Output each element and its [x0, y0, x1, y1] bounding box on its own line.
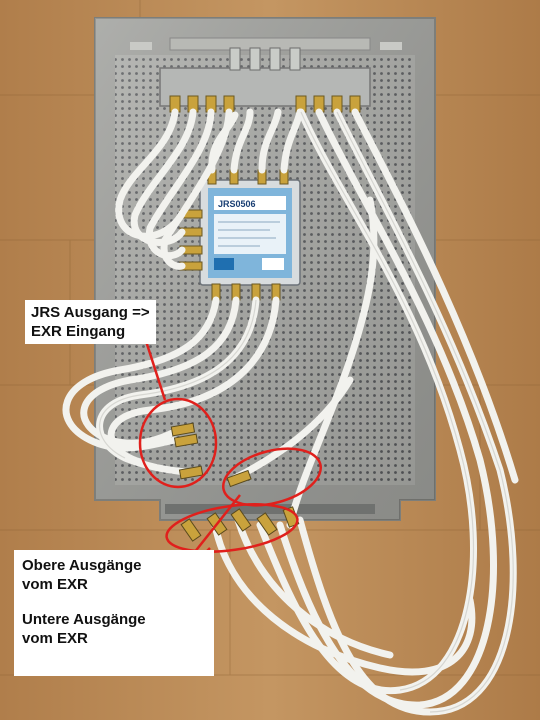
label-upper-line1: Obere Ausgänge [22, 557, 142, 574]
exr-switch-top [159, 47, 371, 113]
label-lower-line1: Untere Ausgänge [22, 611, 146, 628]
circle-jrs-output [138, 397, 218, 489]
device-model-label: JRS0506 [218, 199, 256, 209]
label-jrs-line2: EXR Eingang [31, 323, 126, 340]
label-upper-line2: vom EXR [22, 576, 88, 593]
jrs-multiswitch: JRS0506 [179, 169, 301, 301]
label-exr-outputs: Obere Ausgänge vom EXR Untere Ausgänge v… [14, 550, 214, 676]
label-jrs-output: JRS Ausgang => EXR Eingang [25, 300, 156, 344]
pointer-upper [189, 494, 241, 559]
label-jrs-line1: JRS Ausgang => [31, 304, 150, 321]
circle-upper-outputs [221, 447, 323, 507]
label-lower-line2: vom EXR [22, 630, 88, 647]
pointer-jrs [143, 337, 167, 401]
circle-lower-outputs [165, 503, 299, 553]
